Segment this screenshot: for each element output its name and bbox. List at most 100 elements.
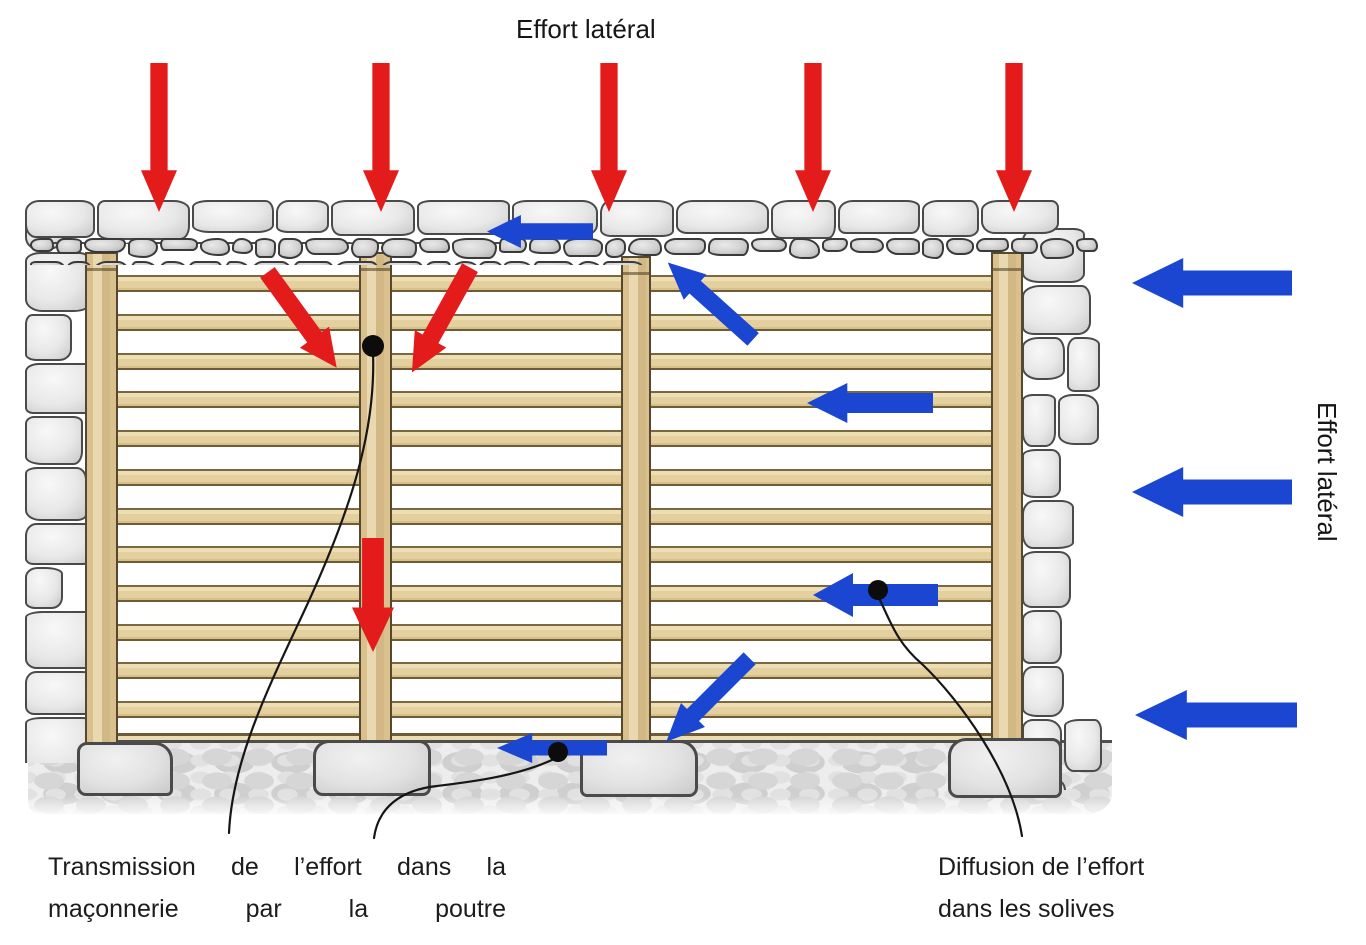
- footing-stone-center: [580, 740, 698, 797]
- beam-center-left: [359, 252, 392, 746]
- stone: [533, 261, 574, 265]
- stone: [1022, 449, 1061, 498]
- stone: [664, 238, 706, 255]
- footing-stone-center-left: [313, 740, 431, 796]
- caption-diffusion-line2: dans les solives: [938, 895, 1115, 923]
- joist: [112, 662, 1009, 679]
- stone: [30, 238, 54, 252]
- stone: [850, 238, 884, 253]
- stone: [628, 238, 662, 256]
- stone: [600, 200, 674, 237]
- stone: [1022, 285, 1091, 335]
- blue-arrow-diag-up: [656, 250, 764, 352]
- joist: [112, 430, 1009, 447]
- caption-diffusion-line1: Diffusion de l’effort: [938, 853, 1145, 881]
- joist: [112, 469, 1009, 486]
- stone: [1022, 610, 1062, 664]
- stone: [886, 238, 920, 255]
- stone: [1022, 551, 1071, 608]
- stone: [351, 238, 379, 258]
- blue-lateral-arrow-1: [1132, 258, 1292, 308]
- stone: [25, 467, 87, 521]
- stone: [93, 261, 128, 265]
- stone: [130, 261, 157, 265]
- caption-transmission-line2: maçonnerie par la poutre: [48, 895, 506, 923]
- callout-dot-joists: [868, 580, 888, 600]
- stone: [192, 200, 274, 233]
- stone: [751, 238, 787, 252]
- stone: [25, 314, 72, 361]
- footing-stone-right: [948, 738, 1062, 798]
- stone: [789, 238, 820, 259]
- stone: [97, 200, 190, 240]
- red-down-arrow-1: [141, 63, 177, 212]
- stone: [1022, 666, 1064, 717]
- stone: [838, 200, 920, 234]
- stone: [453, 261, 477, 265]
- stone: [1067, 337, 1100, 392]
- stone: [276, 200, 329, 233]
- stone: [331, 200, 415, 236]
- joist: [112, 353, 1009, 370]
- stone: [479, 261, 502, 265]
- stone: [30, 261, 65, 265]
- stone: [822, 238, 848, 252]
- stone: [563, 238, 603, 257]
- stone: [293, 261, 334, 265]
- callout-dot-beam-top: [362, 335, 384, 357]
- beam-left: [85, 252, 118, 748]
- caption-transmission: Transmission de l’effort dans la maçonne…: [48, 846, 506, 930]
- joist: [112, 508, 1009, 525]
- stone: [981, 200, 1059, 234]
- stone: [67, 261, 91, 265]
- stone: [200, 238, 230, 256]
- stone: [946, 238, 974, 255]
- stone: [336, 261, 378, 265]
- stone: [676, 200, 769, 234]
- stone: [380, 261, 424, 265]
- joist: [112, 701, 1009, 718]
- joist: [112, 546, 1009, 563]
- stone: [25, 200, 95, 238]
- stone: [426, 261, 451, 265]
- stone: [922, 238, 944, 259]
- stone: [56, 238, 82, 254]
- stone: [255, 238, 276, 258]
- beam-right: [991, 252, 1023, 744]
- stone: [160, 238, 198, 251]
- masonry-right-wall: [1022, 228, 1103, 790]
- label-effort-lateral-right: Effort latéral: [1312, 402, 1342, 542]
- blue-arrow-mid-upper: [807, 383, 933, 423]
- beam-center: [621, 256, 651, 746]
- stone: [225, 261, 250, 265]
- stone: [529, 238, 561, 254]
- stone: [278, 238, 303, 259]
- stone: [452, 238, 497, 259]
- stone: [381, 238, 417, 258]
- stone: [1011, 238, 1038, 254]
- joist: [112, 275, 1009, 292]
- stone: [771, 200, 836, 239]
- label-effort-lateral-top: Effort latéral: [516, 14, 656, 44]
- red-down-arrow-2: [363, 63, 399, 212]
- red-down-arrow-5: [996, 63, 1032, 212]
- footing-stone-left: [77, 742, 173, 796]
- stone: [159, 261, 186, 265]
- stone: [84, 238, 126, 253]
- stone: [419, 238, 450, 253]
- stone: [232, 238, 253, 254]
- stone: [188, 261, 223, 265]
- stone: [1022, 500, 1074, 549]
- stone: [603, 261, 643, 265]
- callout-dot-beam-bottom: [548, 742, 568, 762]
- stone: [25, 717, 93, 763]
- stone: [1040, 238, 1074, 259]
- red-down-arrow-3: [591, 63, 627, 212]
- stone: [128, 238, 158, 258]
- stone: [252, 261, 291, 265]
- caption-diffusion: Diffusion de l’effort dans les solives: [938, 846, 1208, 930]
- caption-transmission-line1: Transmission de l’effort dans la: [48, 853, 506, 881]
- stone: [1022, 337, 1065, 380]
- stone: [1058, 394, 1099, 445]
- stone: [976, 238, 1009, 252]
